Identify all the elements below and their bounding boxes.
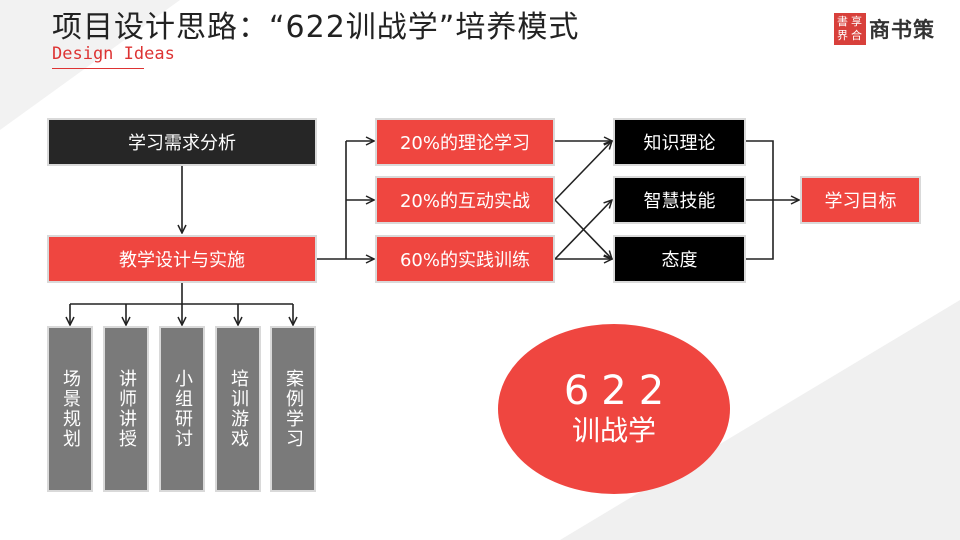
brand-logo: 書 享 界 合 商书策 <box>834 13 935 45</box>
method-group-discussion: 小组研讨 <box>159 326 205 492</box>
logo-text: 商书策 <box>869 18 935 42</box>
design-implement-box: 教学设计与实施 <box>47 235 317 283</box>
method-training-game: 培训游戏 <box>215 326 261 492</box>
needs-analysis-box: 学习需求分析 <box>47 118 317 166</box>
method-case-study: 案例学习 <box>270 326 316 492</box>
learning-goal-box: 学习目标 <box>800 176 921 224</box>
outcome-attitude-box: 态度 <box>613 235 746 283</box>
page-title: 项目设计思路：“622训战学”培养模式 <box>52 10 580 45</box>
page-subtitle: Design Ideas <box>52 44 175 64</box>
method-lecture: 讲师讲授 <box>103 326 149 492</box>
badge-label: 训战学 <box>571 414 656 447</box>
logo-seal-icon: 書 享 界 合 <box>834 13 866 45</box>
outcome-skills-box: 智慧技能 <box>613 176 746 224</box>
ratio-practice-box: 60%的实践训练 <box>375 235 555 283</box>
ratio-interactive-box: 20%的互动实战 <box>375 176 555 224</box>
ratio-theory-box: 20%的理论学习 <box>375 118 555 166</box>
subtitle-underline <box>52 68 144 69</box>
badge-number: 622 <box>563 368 677 414</box>
badge-622-ellipse: 622 训战学 <box>498 324 730 494</box>
outcome-knowledge-box: 知识理论 <box>613 118 746 166</box>
method-scene-planning: 场景规划 <box>47 326 93 492</box>
